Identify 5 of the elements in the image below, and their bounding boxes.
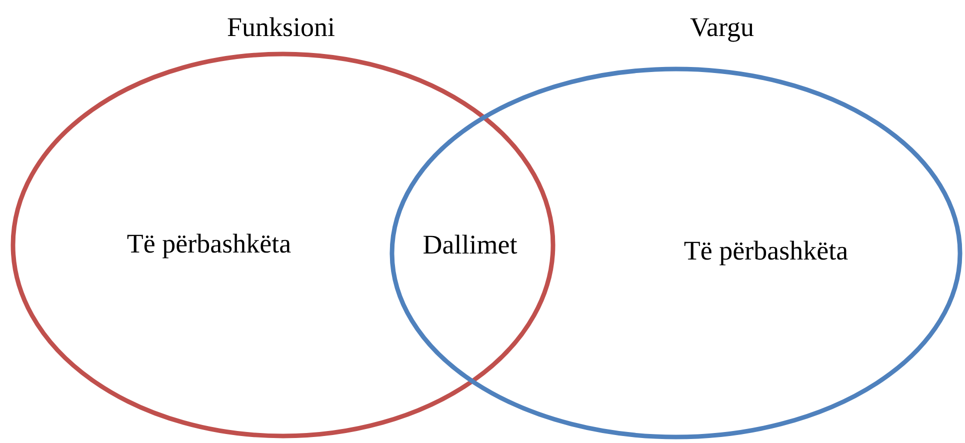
set-title: Vargu [690,12,754,43]
set-text: Të përbashkëta [126,228,292,260]
set-text: Të përbashkëta [684,236,848,266]
set-title: Funksioni [226,12,336,43]
overlap-text: Dallimet [422,230,518,260]
